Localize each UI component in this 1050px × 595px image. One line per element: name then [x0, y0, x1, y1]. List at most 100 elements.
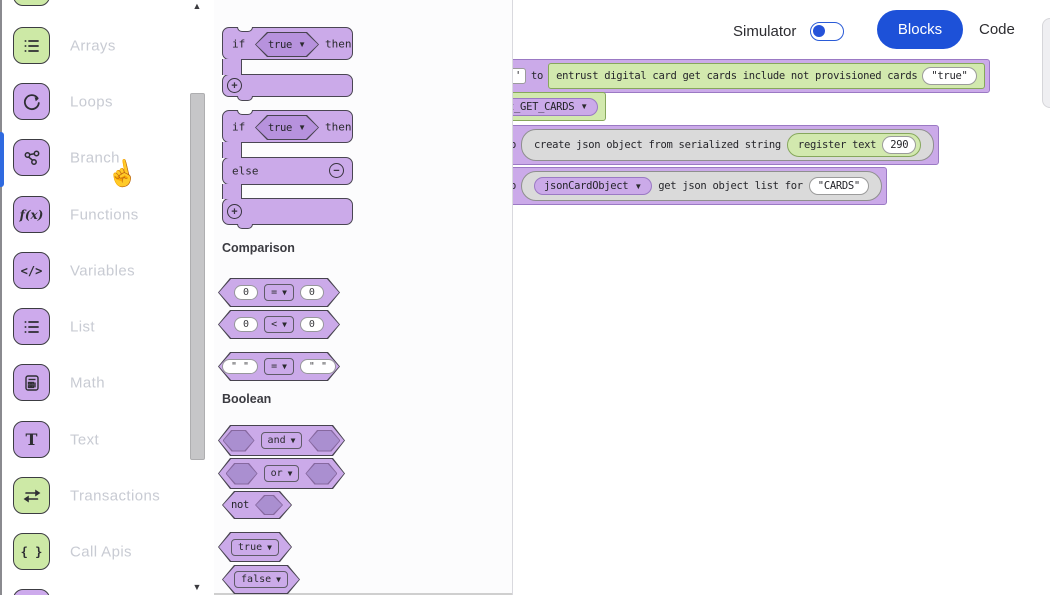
socket-right	[308, 430, 340, 452]
then-label: then	[325, 37, 352, 50]
flyout-less-than-block[interactable]: 0 <▼ 0	[218, 310, 340, 339]
block-create-json-expr[interactable]: create json object from serialized strin…	[521, 129, 935, 161]
sidebar-item-label: Transactions	[70, 487, 161, 504]
sidebar-item-variables[interactable]: </> Variables	[2, 252, 214, 289]
section-title-comparison: Comparison	[222, 241, 295, 255]
block-json-list-expr[interactable]: jsonCardObject ▼ get json object list fo…	[521, 171, 882, 201]
operator-label: or	[270, 468, 283, 479]
flyout-false-block[interactable]: false▼	[222, 565, 300, 594]
sidebar-item-loops[interactable]: Loops	[2, 83, 214, 120]
operator-label: =	[271, 287, 278, 298]
if-label: if	[232, 120, 246, 133]
swap-icon	[13, 477, 50, 514]
sidebar-item-text[interactable]: T Text	[2, 421, 214, 458]
blocks-tab-button[interactable]: Blocks	[877, 10, 963, 49]
flyout-canvas-divider	[512, 0, 513, 595]
sidebar-item-branch[interactable]: Branch	[2, 139, 214, 176]
branch-icon	[13, 139, 50, 176]
socket	[255, 495, 283, 515]
add-condition-icon[interactable]: +	[227, 204, 242, 219]
value-field[interactable]: 0	[300, 285, 324, 300]
operator-dropdown[interactable]: =▼	[264, 284, 294, 301]
chevron-down-icon: ▼	[634, 181, 643, 191]
operator-dropdown[interactable]: or▼	[264, 465, 300, 482]
code-tab-label[interactable]: Code	[979, 21, 1015, 38]
sidebar-item-label: Text	[70, 431, 100, 448]
json-card-object-dropdown[interactable]: jsonCardObject ▼	[534, 177, 653, 195]
number-field[interactable]: 290	[882, 136, 917, 154]
operator-dropdown[interactable]: and▼	[261, 432, 303, 449]
category-sidebar: Arrays Loops Branch f(x) Functions </> V…	[0, 0, 214, 595]
value-field[interactable]: " "	[222, 359, 258, 374]
add-condition-icon[interactable]: +	[227, 78, 242, 93]
partial-category-icon[interactable]	[13, 589, 50, 595]
value-field[interactable]: 0	[234, 317, 258, 332]
sidebar-item-transactions[interactable]: Transactions	[2, 477, 214, 514]
scroll-up-arrow[interactable]: ▲	[192, 1, 202, 11]
block-flyout[interactable]: if true▼ then + if true▼	[212, 0, 513, 595]
then-label: then	[325, 120, 352, 133]
value-field[interactable]: " "	[300, 359, 336, 374]
cards-value-field[interactable]: "CARDS"	[808, 177, 869, 195]
dropdown-label: true	[267, 121, 293, 134]
right-edge-panel[interactable]	[1042, 18, 1050, 108]
clipped-value-field[interactable]: '	[510, 68, 527, 84]
flyout-if-block[interactable]: if true▼ then +	[222, 27, 353, 101]
chevron-down-icon: ▼	[276, 575, 281, 584]
sidebar-item-arrays[interactable]: Arrays	[2, 27, 214, 64]
register-text-param[interactable]: register text 290	[786, 133, 922, 157]
true-value-field[interactable]: "true"	[922, 67, 977, 85]
sidebar-item-functions[interactable]: f(x) Functions	[2, 196, 214, 233]
value-field[interactable]: 0	[300, 317, 324, 332]
remove-else-icon[interactable]: −	[329, 163, 344, 178]
socket-right	[305, 463, 337, 485]
sidebar-item-label: Branch	[70, 149, 120, 166]
section-title-boolean: Boolean	[222, 392, 272, 406]
operator-dropdown[interactable]: =▼	[264, 358, 294, 375]
block-label: create json object from serialized strin…	[534, 139, 781, 151]
chevron-down-icon: ▼	[298, 40, 306, 49]
block-json-list[interactable]: o jsonCardObject ▼ get json object list …	[505, 167, 887, 205]
chevron-down-icon: ▼	[267, 542, 272, 552]
not-label: not	[230, 499, 250, 511]
sidebar-item-list[interactable]: List	[2, 308, 214, 345]
operator-label: and	[267, 435, 286, 446]
boolean-dropdown[interactable]: false▼	[234, 571, 288, 588]
sidebar-item-call-apis[interactable]: { } Call Apis	[2, 533, 214, 570]
sidebar-item-math[interactable]: Math	[2, 364, 214, 401]
braces-icon: { }	[13, 533, 50, 570]
condition-dropdown[interactable]: true▼	[255, 32, 319, 57]
get-cards-dropdown[interactable]: t_GET_CARDS ▼	[498, 97, 599, 116]
flyout-string-equals-block[interactable]: " " =▼ " "	[218, 352, 340, 381]
simulator-toggle[interactable]	[810, 22, 844, 41]
to-label: to	[531, 70, 544, 82]
condition-dropdown[interactable]: true▼	[255, 115, 319, 140]
scrollbar-thumb[interactable]	[190, 93, 205, 460]
flyout-or-block[interactable]: or▼	[218, 458, 345, 489]
to-label: o	[510, 180, 517, 192]
block-create-json[interactable]: o create json object from serialized str…	[505, 125, 940, 165]
value-field[interactable]: 0	[234, 285, 258, 300]
toggle-knob	[813, 25, 825, 37]
flyout-and-block[interactable]: and▼	[218, 425, 345, 456]
sidebar-item-label: Variables	[70, 262, 136, 279]
else-label: else	[232, 164, 259, 178]
partial-category-icon[interactable]	[13, 0, 50, 6]
to-label: o	[510, 139, 517, 151]
chevron-down-icon: ▼	[282, 320, 287, 329]
flyout-not-block[interactable]: not	[222, 491, 292, 519]
block-set-variable[interactable]: ' to entrust digital card get cards incl…	[505, 59, 990, 93]
scroll-down-arrow[interactable]: ▼	[192, 582, 202, 592]
operator-dropdown[interactable]: <▼	[264, 316, 294, 333]
block-get-cards-dropdown[interactable]: t_GET_CARDS ▼	[498, 92, 607, 121]
flyout-if-else-block[interactable]: if true▼ then else − +	[222, 110, 353, 229]
flyout-equals-block[interactable]: 0 =▼ 0	[218, 278, 340, 307]
list-icon	[13, 308, 50, 345]
notch-icon	[237, 27, 253, 32]
flyout-true-block[interactable]: true▼	[218, 532, 292, 562]
boolean-dropdown[interactable]: true▼	[231, 539, 279, 556]
block-entrust-get-cards[interactable]: entrust digital card get cards include n…	[548, 63, 985, 89]
operator-label: =	[271, 361, 278, 372]
